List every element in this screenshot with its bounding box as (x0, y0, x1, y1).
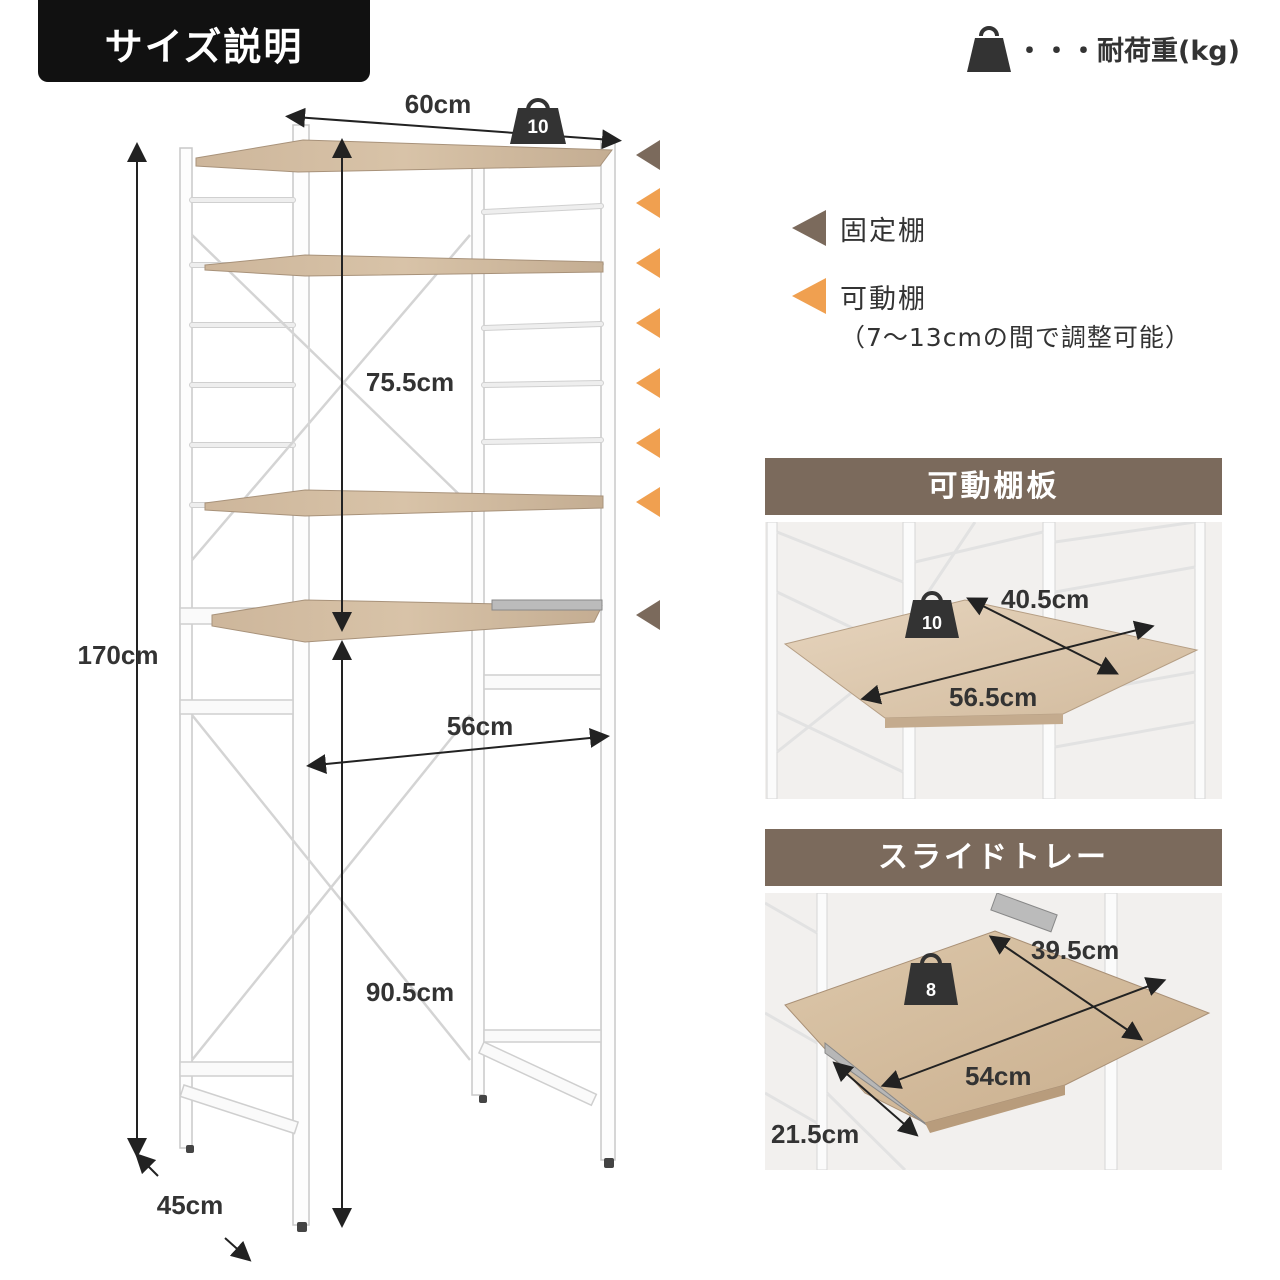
movable-shelf-arrow-icon (792, 278, 826, 314)
weight-legend-label: ・・・耐荷重(kg) (1016, 35, 1240, 67)
tray-panel-illustration: 8 (765, 893, 1222, 1170)
movable-shelf-marker (636, 487, 660, 517)
slide-rail (491, 599, 603, 611)
tray-panel-photo: 8 39.5cm 54cm 21.5cm (765, 893, 1222, 1170)
title-banner: サイズ説明 (38, 0, 370, 82)
tray-width-label: 54cm (965, 1061, 1032, 1091)
tray-panel-title: スライドトレー (765, 829, 1222, 886)
upper-clearance-label: 75.5cm (366, 367, 454, 397)
rack-feet (186, 1095, 614, 1232)
movable-shelf-marker (636, 428, 660, 458)
weight-icon (967, 26, 1011, 72)
width-label: 60cm (405, 89, 472, 119)
cross-braces (191, 234, 471, 1061)
tray-weight-icon (904, 953, 958, 1005)
movable-shelf-marker (636, 308, 660, 338)
shelf-load: 10 (922, 613, 942, 633)
fixed-shelf-arrow-icon (792, 210, 826, 246)
shelf-panel-photo: 10 40.5cm 56.5cm (765, 522, 1222, 799)
legend-movable-shelf: 可動棚 (790, 276, 927, 316)
shelf-weight-icon (905, 591, 959, 638)
weight-legend: ・・・耐荷重(kg) (966, 20, 1240, 76)
tray-load: 8 (926, 980, 936, 1000)
rack-diagram: 10 60cm 170cm 75.5cm 90.5cm 56cm 45cm (78, 89, 660, 1262)
inner-width-label: 56cm (447, 711, 514, 741)
depth-label: 45cm (157, 1190, 224, 1220)
shelf-panel-illustration: 10 (765, 522, 1222, 799)
lower-clearance-label: 90.5cm (366, 977, 454, 1007)
lower-frame-bars (179, 607, 602, 1135)
legend-movable-note: （7～13cmの間で調整可能） (840, 323, 1191, 352)
movable-shelf-marker (636, 248, 660, 278)
movable-shelf-marker (636, 188, 660, 218)
top-shelf-weight-icon (510, 98, 566, 144)
shelf-markers (636, 140, 660, 630)
tray-slide-label: 21.5cm (771, 1119, 860, 1149)
page-title: サイズ説明 (104, 25, 304, 69)
height-label: 170cm (78, 640, 159, 670)
movable-shelf-marker (636, 368, 660, 398)
shelf-panel-title: 可動棚板 (765, 458, 1222, 515)
legend-fixed-shelf: 固定棚 (790, 208, 927, 248)
legend-movable-label: 可動棚 (840, 283, 927, 315)
legend-fixed-label: 固定棚 (840, 215, 927, 247)
top-shelf-load: 10 (527, 117, 548, 138)
shelf-width-label: 56.5cm (949, 682, 1038, 712)
tray-depth-label: 39.5cm (1031, 935, 1120, 965)
fixed-shelf-marker (636, 600, 660, 630)
fixed-shelf-marker (636, 140, 660, 170)
shelf-depth-label: 40.5cm (1001, 584, 1090, 614)
